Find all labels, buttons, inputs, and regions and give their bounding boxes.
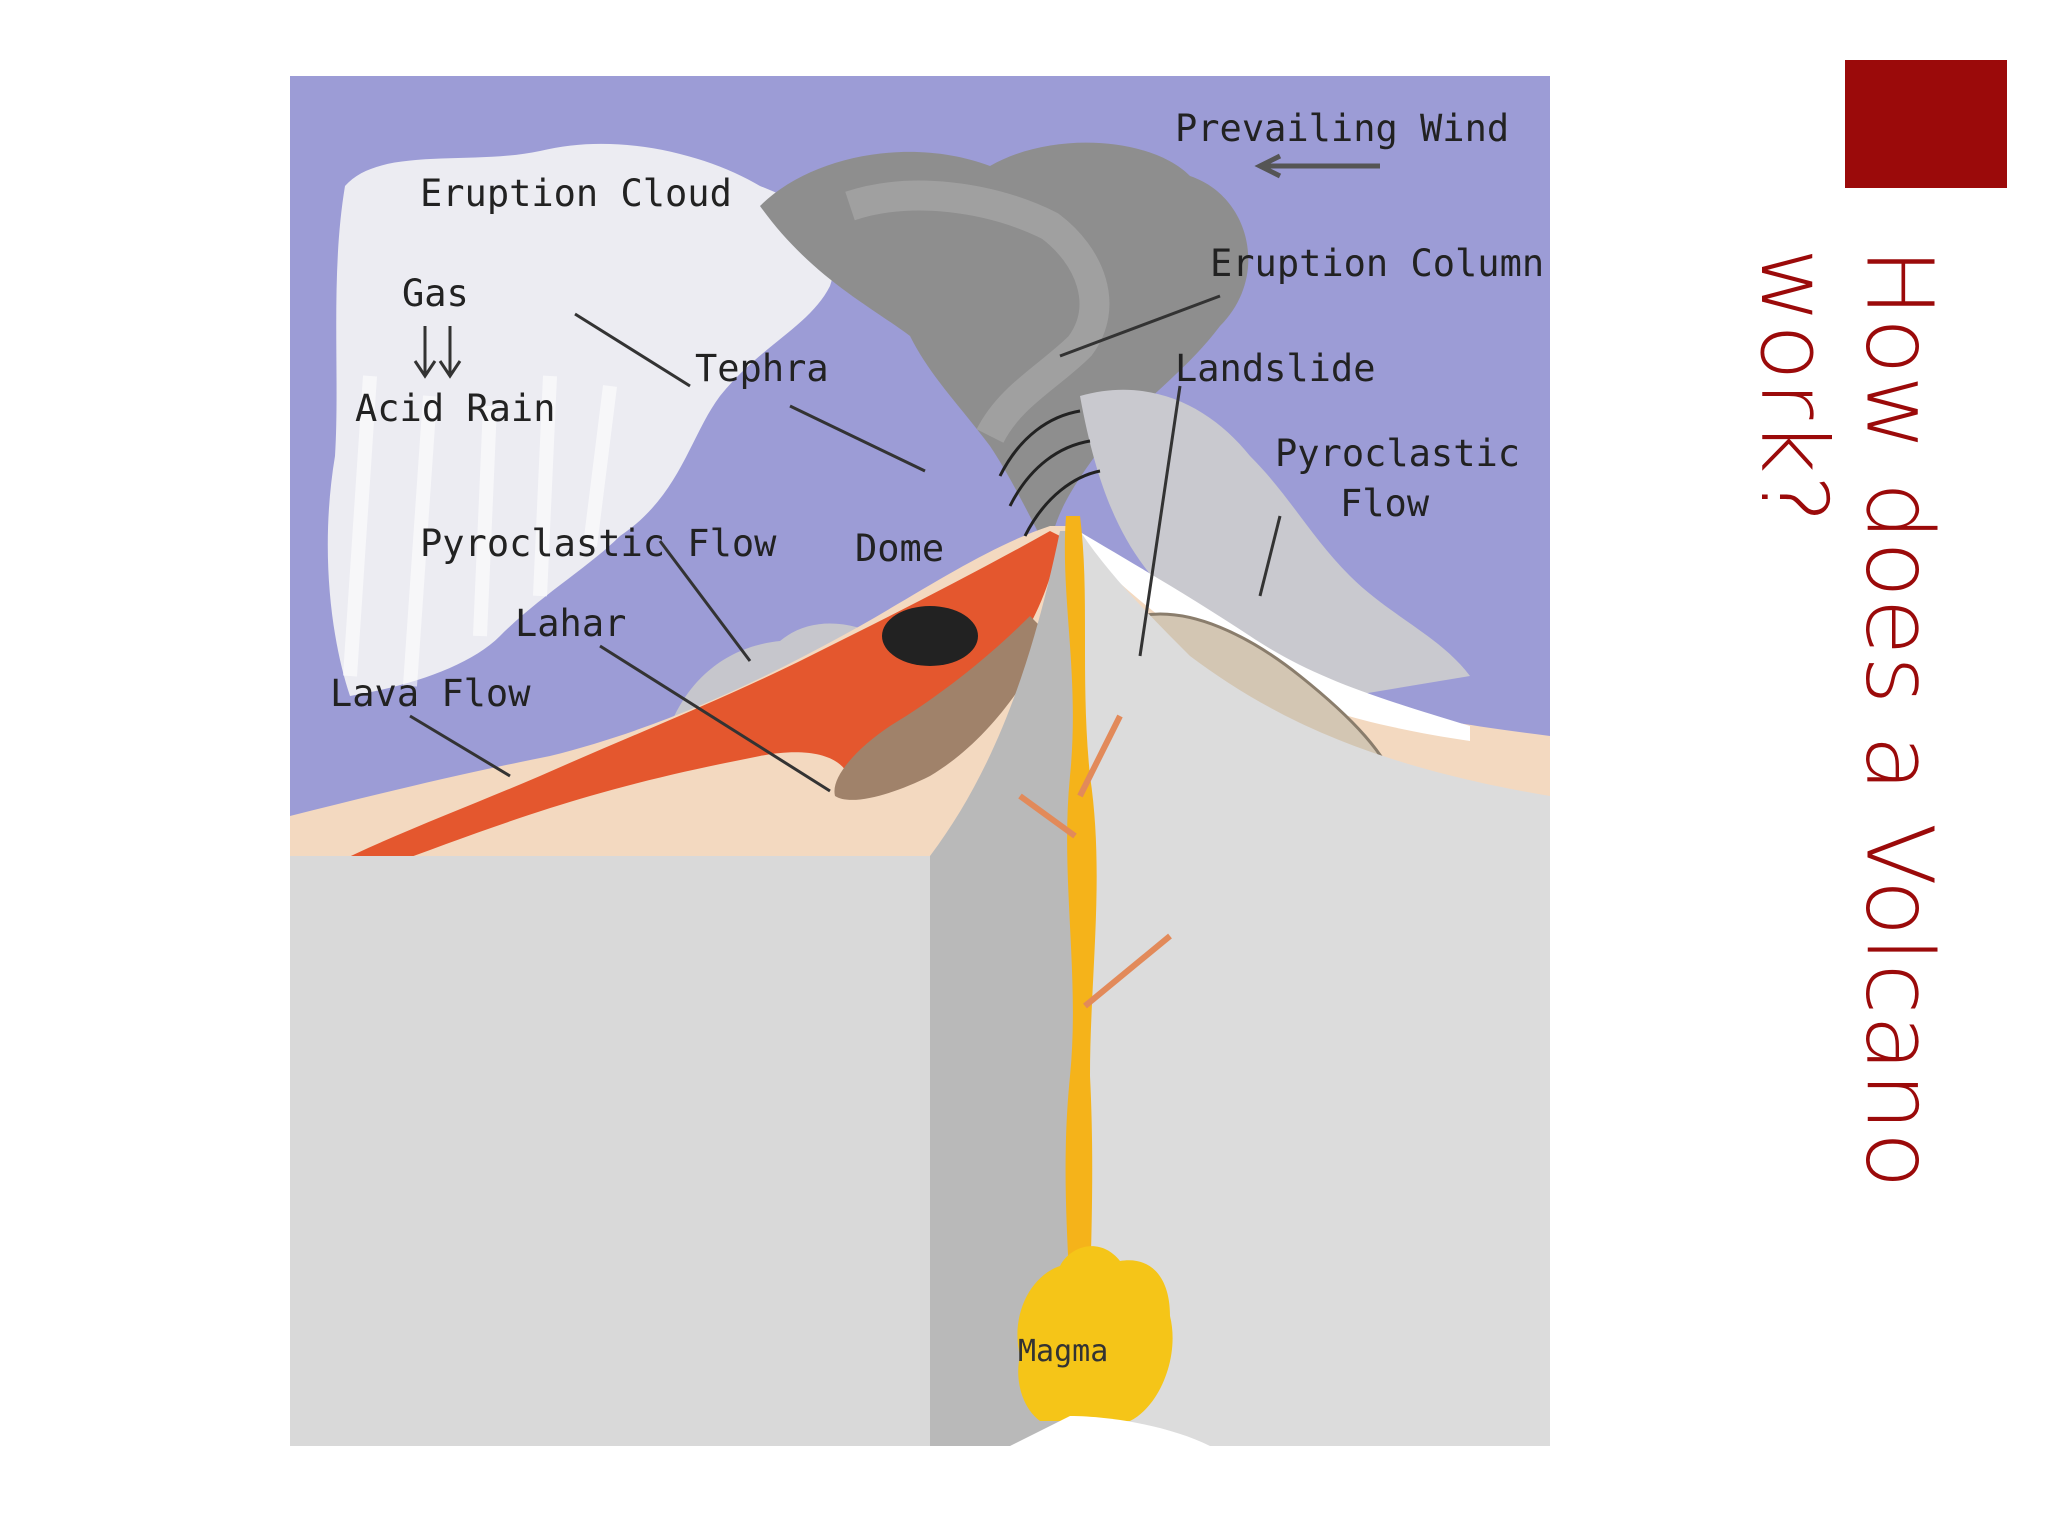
magma-chamber: [1017, 1246, 1173, 1421]
dike-1: [1077, 714, 1123, 798]
accent-block: [1845, 60, 2007, 188]
leader-lines: [409, 294, 1282, 793]
column-highlight: [845, 180, 1110, 444]
gas-arrows: [413, 326, 462, 379]
slide-title: How does a Volcano work?: [1739, 248, 1953, 1190]
label-tephra: Tephra: [695, 347, 829, 390]
ground-block-shadow: [930, 531, 1080, 1446]
dike-2: [1018, 793, 1077, 839]
label-magma: Magma: [1018, 1334, 1108, 1369]
snow-cap: [1070, 526, 1470, 741]
wind-arrow: [1254, 153, 1380, 179]
label-eruption-column: Eruption Column: [1210, 242, 1544, 285]
label-acid-rain: Acid Rain: [355, 387, 555, 430]
dome: [882, 606, 978, 666]
label-lahar: Lahar: [515, 602, 626, 645]
ground-block-right: [1080, 531, 1550, 1446]
label-lava-flow: Lava Flow: [330, 672, 531, 715]
eruption-column: [760, 142, 1249, 557]
label-gas: Gas: [402, 272, 469, 315]
eruption-cloud-streaks: [343, 375, 617, 687]
label-prevailing-wind: Prevailing Wind: [1175, 107, 1509, 150]
label-pyroclastic-left: Pyroclastic Flow: [420, 522, 777, 565]
volcano-diagram: Prevailing Wind Eruption Cloud Gas Acid …: [290, 76, 1550, 1446]
pyroclastic-cloud-right: [1080, 389, 1470, 696]
magma-conduit: [1064, 516, 1097, 1316]
label-landslide: Landslide: [1175, 347, 1375, 390]
ground-block: [290, 856, 930, 1446]
tephra-arcs: [998, 409, 1101, 537]
lahar: [834, 616, 1050, 800]
lava-flow: [330, 531, 1060, 876]
dike-3: [1083, 933, 1172, 1009]
label-pyroclastic-right-2: Flow: [1340, 482, 1430, 525]
label-pyroclastic-right-1: Pyroclastic: [1275, 432, 1520, 475]
label-dome: Dome: [855, 527, 944, 570]
chamber-bottom: [1010, 1416, 1210, 1446]
eruption-cloud: [327, 143, 836, 696]
label-eruption-cloud: Eruption Cloud: [420, 172, 732, 215]
